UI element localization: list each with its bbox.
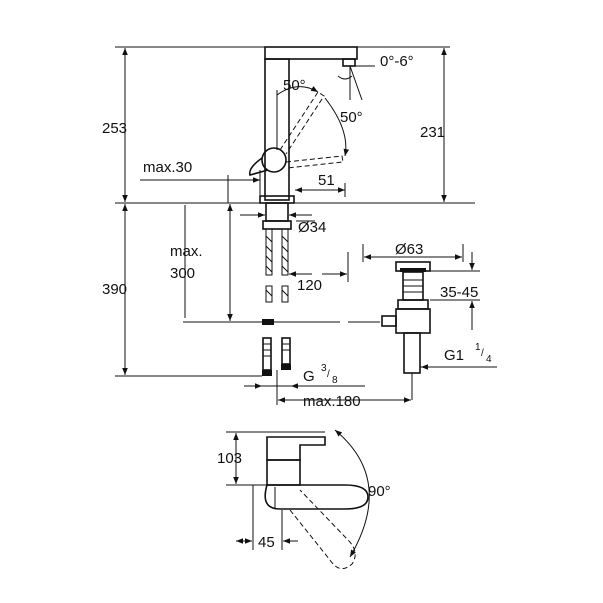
label-231: 231 — [420, 124, 445, 141]
lever-position-mid — [285, 155, 344, 169]
dim-d34: Ø34 — [240, 212, 326, 236]
dim-120: 120 — [289, 252, 349, 294]
spout-swivel-position — [289, 489, 356, 570]
label-d63: Ø63 — [395, 241, 423, 258]
drain-nut — [397, 299, 429, 310]
spout-top — [264, 46, 358, 60]
faucet-body — [264, 58, 290, 201]
dim-231: 231 — [355, 46, 450, 202]
hose-right — [281, 228, 289, 276]
label-50-up: 50° — [283, 77, 306, 94]
label-g1: G1 — [444, 347, 464, 364]
label-g: G — [303, 368, 315, 385]
label-390: 390 — [102, 281, 127, 298]
label-g-slash: / — [327, 369, 330, 380]
dim-g1-14: G1 1 / 4 — [420, 342, 497, 370]
label-max30: max.30 — [143, 159, 192, 176]
lever-handle — [248, 157, 269, 176]
drain-assembly — [381, 261, 431, 400]
mounting-nut — [262, 220, 292, 230]
lever-knob — [261, 147, 287, 173]
label-g1-den: 4 — [486, 354, 492, 365]
dim-35-45: 35-45 — [430, 252, 480, 330]
drain-pull-rod — [381, 315, 397, 327]
label-50-down: 50° — [340, 109, 363, 126]
lever-position-up — [279, 91, 325, 155]
drain-tee — [395, 308, 431, 334]
label-51: 51 — [318, 172, 335, 189]
dim-tilt: 0°-6° — [337, 53, 414, 80]
hose-left — [265, 228, 273, 276]
lever-top-view — [266, 436, 326, 461]
label-103: 103 — [217, 450, 242, 467]
dim-51: 51 — [295, 172, 346, 197]
mounting-shank — [265, 202, 289, 222]
hose-connector-left — [262, 337, 272, 371]
label-35-45: 35-45 — [440, 284, 478, 301]
dim-45: 45 — [236, 485, 298, 551]
dim-lever-down: 50° — [324, 97, 363, 157]
label-253: 253 — [102, 120, 127, 137]
dim-max300: max. 300 — [170, 204, 233, 321]
label-max: max. — [170, 243, 203, 260]
label-45: 45 — [258, 534, 275, 551]
faucet-top-view — [264, 429, 370, 570]
dim-103: 103 — [217, 431, 325, 486]
spout-top-view — [264, 484, 369, 510]
label-120: 120 — [297, 277, 322, 294]
aerator — [342, 58, 356, 67]
label-300: 300 — [170, 265, 195, 282]
dim-lever-up: 50° — [276, 77, 319, 96]
label-g1-num: 1 — [475, 342, 481, 353]
label-tilt: 0°-6° — [380, 53, 414, 70]
label-g-den: 8 — [332, 375, 338, 386]
mounting-assembly — [183, 202, 380, 376]
drain-tail — [403, 332, 421, 374]
dim-g-38: G 3 / 8 — [244, 363, 365, 389]
label-g1-slash: / — [481, 348, 484, 359]
label-d34: Ø34 — [298, 219, 326, 236]
dim-max30: max.30 — [140, 159, 261, 203]
label-max180: max.180 — [303, 393, 361, 410]
hose-connector-right — [281, 337, 291, 365]
dim-max180: max.180 — [276, 370, 411, 410]
dim-253: 253 — [102, 46, 265, 202]
body-top-view — [266, 459, 301, 486]
label-90: 90° — [368, 483, 391, 500]
dim-390: 390 — [102, 204, 262, 377]
dim-d63: Ø63 — [362, 241, 464, 262]
label-g-num: 3 — [321, 363, 327, 374]
